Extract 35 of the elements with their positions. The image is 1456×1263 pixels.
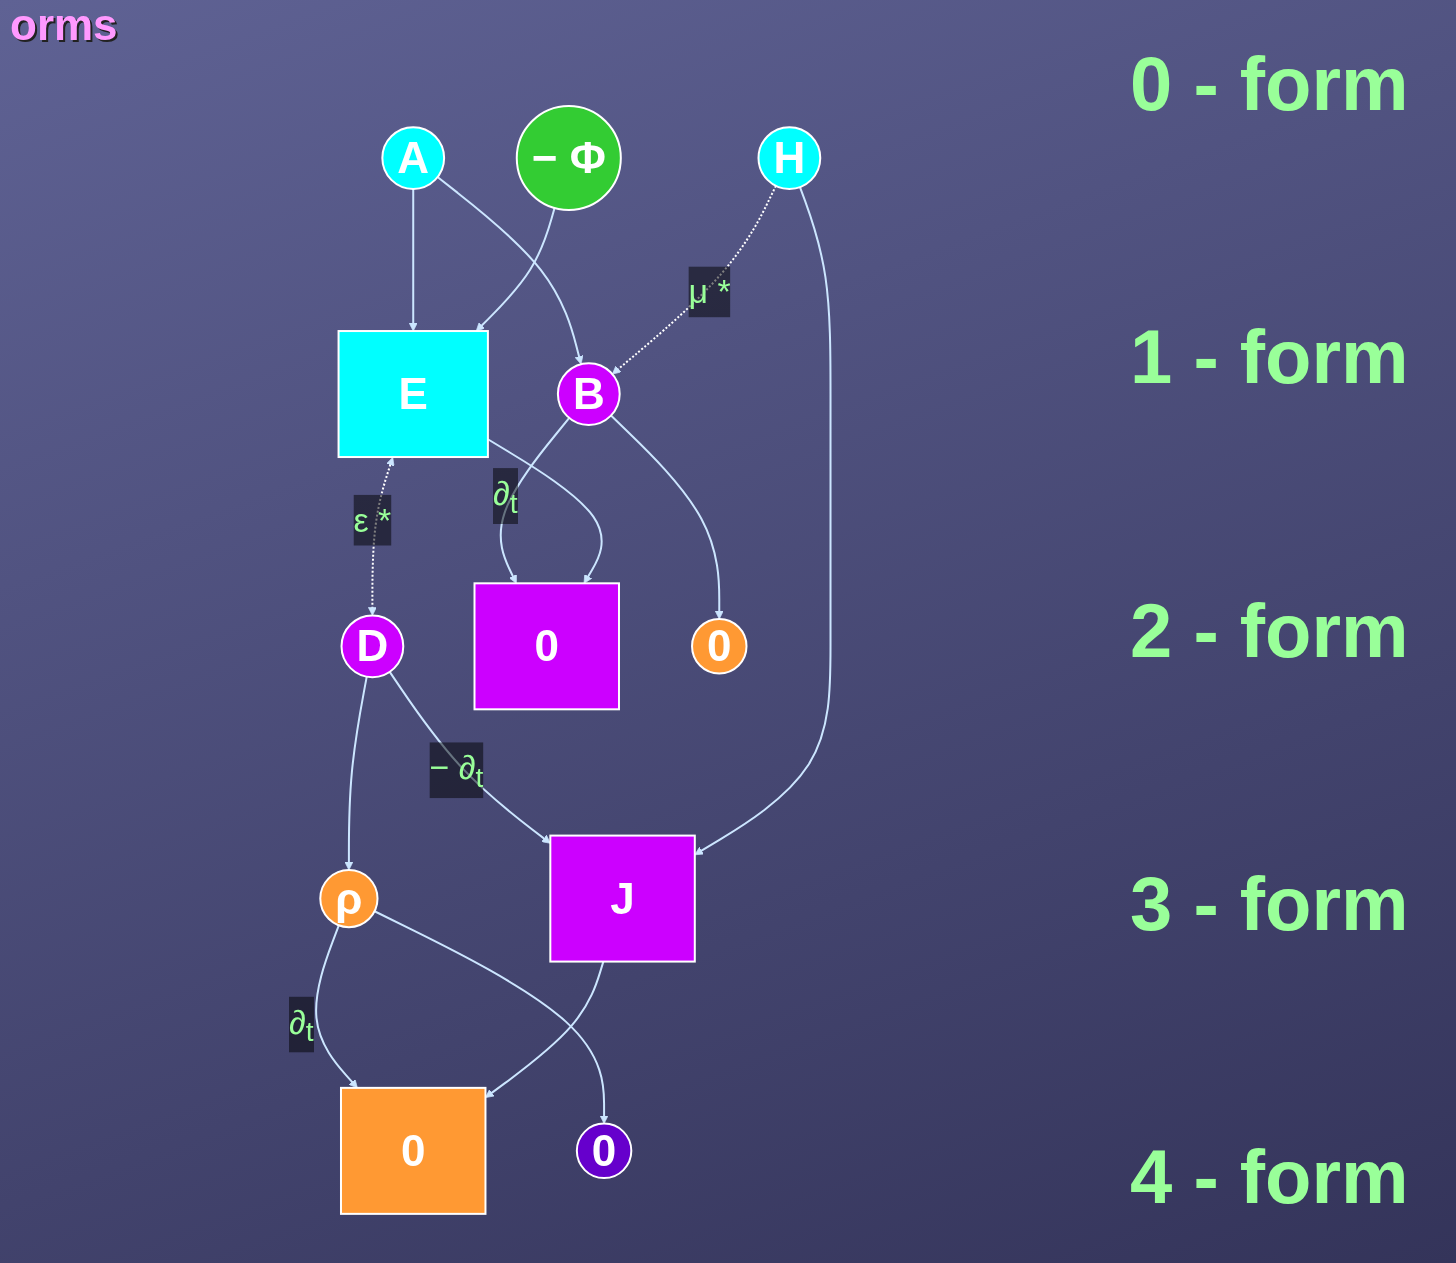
form-label: 3 - form bbox=[1130, 859, 1409, 947]
form-label: 1 - form bbox=[1130, 313, 1409, 401]
arrow bbox=[373, 910, 609, 1125]
arrow bbox=[485, 960, 605, 1098]
node-circle: A bbox=[381, 126, 446, 190]
arrow bbox=[612, 184, 778, 375]
arrow bbox=[315, 924, 358, 1089]
edge-label: ∂$_{t}$ bbox=[289, 1002, 314, 1048]
node-circle: ρ bbox=[319, 869, 379, 929]
title: orms bbox=[10, 0, 118, 50]
edge-label: μ * bbox=[688, 272, 731, 311]
node-circle: D bbox=[340, 614, 405, 679]
edge-label: ε * bbox=[353, 500, 392, 539]
node-box: J bbox=[549, 834, 697, 963]
arrow bbox=[476, 207, 556, 332]
form-label: 4 - form bbox=[1130, 1133, 1409, 1220]
node-box: 0 bbox=[340, 1086, 487, 1215]
node-circle: 0 bbox=[691, 618, 748, 675]
node-box: E bbox=[337, 330, 490, 459]
edge-label: ∂$_{t}$ bbox=[493, 474, 518, 519]
node-circle: − Φ bbox=[516, 105, 623, 212]
arrow bbox=[388, 670, 551, 844]
node-circle: H bbox=[757, 126, 822, 190]
arrow bbox=[500, 417, 571, 584]
arrow bbox=[368, 457, 395, 616]
arrow bbox=[409, 187, 418, 332]
node-circle: 0 bbox=[576, 1122, 633, 1180]
node-circle: B bbox=[557, 362, 621, 426]
form-label: 0 - form bbox=[1130, 40, 1409, 127]
arrow bbox=[610, 414, 724, 620]
edge-label: − ∂$_{t}$ bbox=[429, 748, 484, 794]
arrow bbox=[436, 176, 584, 365]
node-box: 0 bbox=[473, 582, 621, 711]
form-label: 2 - form bbox=[1130, 586, 1409, 674]
arrow bbox=[344, 675, 368, 871]
